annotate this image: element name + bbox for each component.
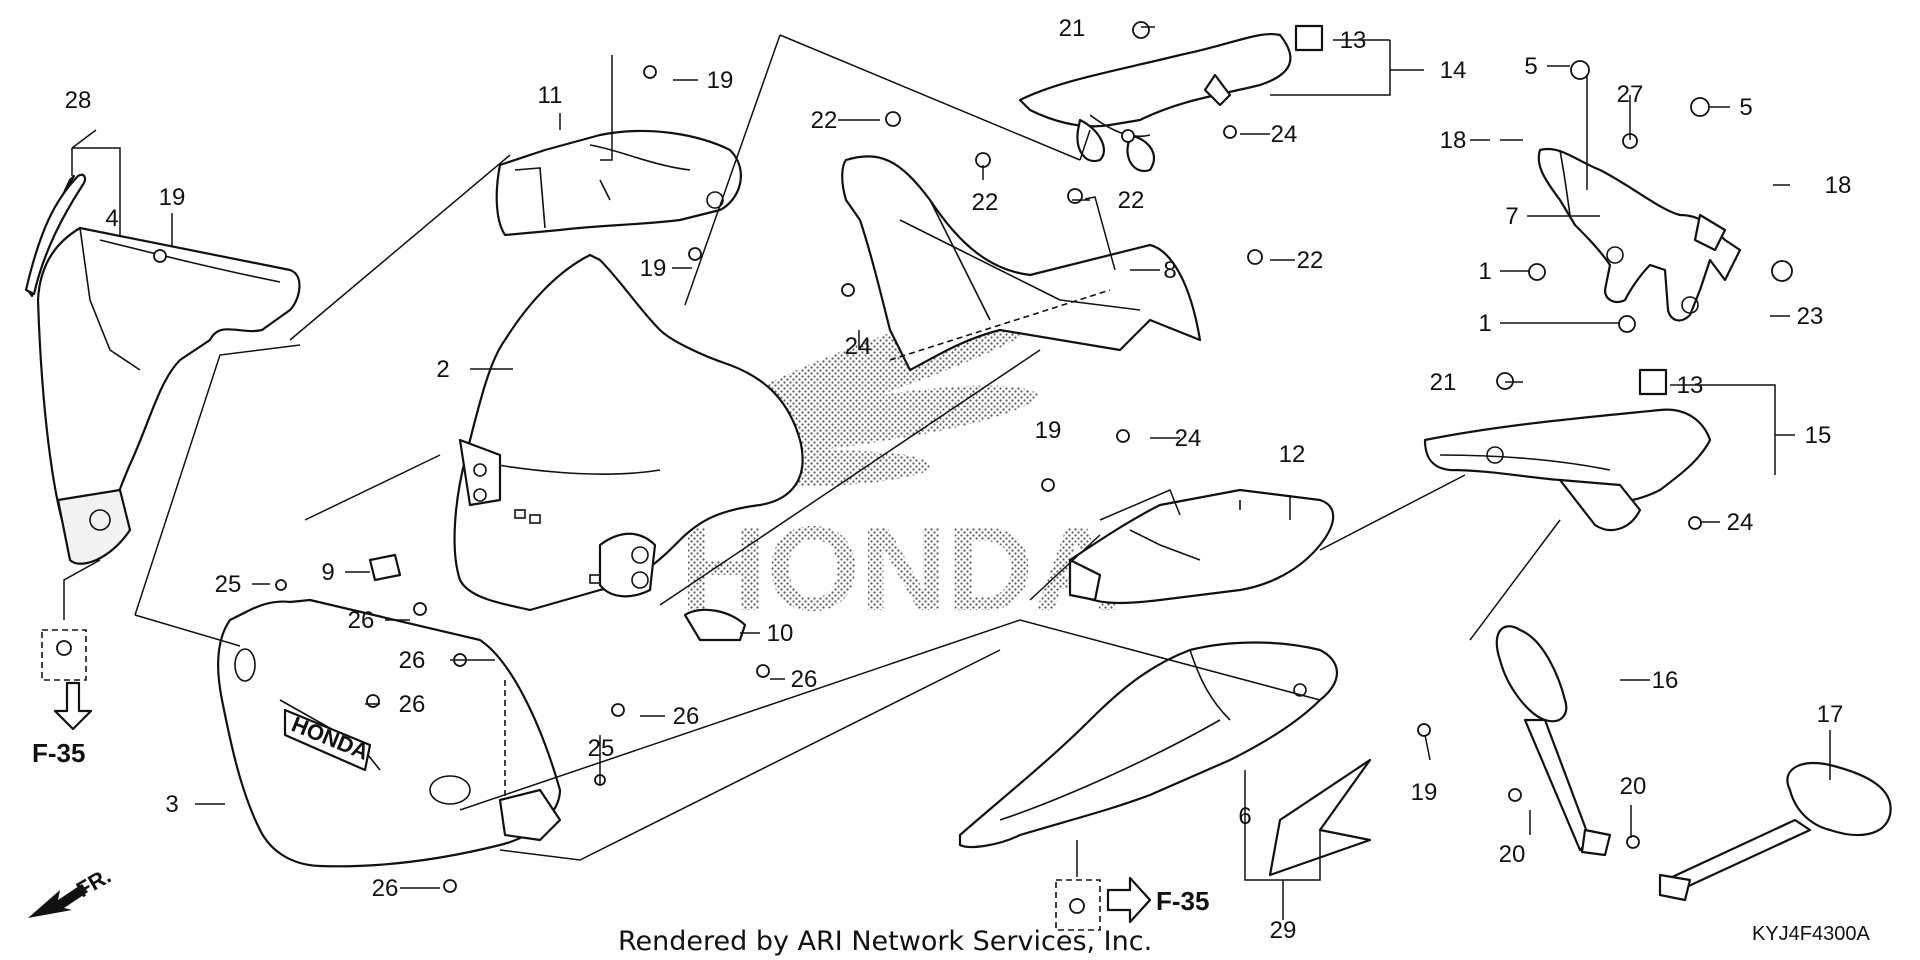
callout-14: 14: [1440, 57, 1467, 84]
part-28-strip: [24, 173, 87, 296]
callout-26f: 26: [372, 875, 399, 902]
callout-25a: 25: [215, 571, 242, 598]
callout-12: 12: [1279, 441, 1306, 468]
callout-18b: 18: [1825, 172, 1852, 199]
fasteners: [56, 21, 1793, 914]
callout-1a: 1: [1478, 258, 1491, 285]
callout-11: 11: [538, 82, 563, 109]
callout-16: 16: [1652, 667, 1679, 694]
callout-7: 7: [1505, 203, 1518, 230]
callout-24b: 24: [1271, 121, 1298, 148]
dashed-box-left: [41, 629, 87, 681]
part-14-upper-panel: [1018, 33, 1292, 173]
callout-22d: 22: [1297, 247, 1324, 274]
callout-26e: 26: [399, 691, 426, 718]
part-13b-pad: [1638, 368, 1668, 396]
honda-watermark-text: HONDA: [680, 502, 1120, 636]
callout-1b: 1: [1478, 310, 1491, 337]
part-12-right-inner-panel: [1068, 488, 1335, 605]
callout-19a: 19: [159, 184, 186, 211]
callout-21a: 21: [1059, 15, 1086, 42]
callout-21b: 21: [1430, 369, 1457, 396]
part-11-upper-inner-panel: [495, 129, 742, 237]
dashed-box-bottom: [1055, 879, 1101, 931]
callout-2: 2: [436, 356, 449, 383]
callout-13a: 13: [1340, 27, 1367, 54]
frame-ref-bottom: F-35: [1156, 886, 1209, 916]
callout-5a: 5: [1524, 53, 1537, 80]
part-17-mirror: [1658, 761, 1892, 902]
front-arrow-icon: [28, 884, 88, 918]
callout-22a: 22: [811, 107, 838, 134]
diagram-code: KYJ4F4300A: [1752, 923, 1871, 945]
outline-lines: [134, 34, 1561, 861]
part-4-left-inner-cowl: [26, 174, 301, 565]
callout-6: 6: [1238, 803, 1251, 830]
callout-15: 15: [1805, 422, 1832, 449]
part-8-inner-duct: [841, 155, 1202, 372]
callout-28: 28: [65, 87, 92, 114]
callout-27: 27: [1617, 81, 1644, 108]
callout-3: 3: [165, 791, 178, 818]
part-13a-pad: [1294, 24, 1324, 52]
callout-24a: 24: [845, 333, 872, 360]
callout-26a: 26: [348, 607, 375, 634]
callout-19d: 19: [1035, 417, 1062, 444]
callout-22b: 22: [972, 189, 999, 216]
credit-text: Rendered by ARI Network Services, Inc.: [618, 926, 1152, 957]
part-9-bracket: [368, 553, 402, 582]
leader-lines: [63, 26, 1831, 920]
callout-8: 8: [1163, 257, 1176, 284]
callout-24c: 24: [1175, 425, 1202, 452]
callout-19b: 19: [707, 67, 734, 94]
callout-26b: 26: [791, 666, 818, 693]
part-29-sticker: [1268, 758, 1372, 877]
frame-ref-left: F-35: [32, 738, 85, 768]
callout-4: 4: [105, 205, 118, 232]
callout-10: 10: [767, 620, 794, 647]
callout-13b: 13: [1677, 372, 1704, 399]
callout-5b: 5: [1739, 94, 1752, 121]
part-2-windscreen: [453, 253, 804, 612]
part-10-bracket: [683, 608, 747, 642]
callout-19c: 19: [640, 255, 667, 282]
callout-9: 9: [321, 559, 334, 586]
part-7-stay: [1537, 147, 1742, 322]
callout-22c: 22: [1118, 187, 1145, 214]
callout-29: 29: [1270, 917, 1297, 944]
callouts: 28 4 19 11 19 19 2 22 22 24 21 13 14 24 …: [65, 15, 1852, 944]
callout-26c: 26: [673, 703, 700, 730]
callout-26d: 26: [399, 647, 426, 674]
part-6-side-panel: [958, 641, 1338, 849]
f35-arrow-bottom: [1106, 876, 1152, 924]
callout-24d: 24: [1727, 509, 1754, 536]
callout-25b: 25: [588, 735, 615, 762]
callout-20a: 20: [1499, 841, 1526, 868]
part-3-front-cowl: HONDA: [217, 598, 562, 868]
callout-20b: 20: [1620, 773, 1647, 800]
callout-23: 23: [1797, 303, 1824, 330]
callout-18a: 18: [1440, 127, 1467, 154]
callout-19e: 19: [1411, 779, 1438, 806]
part-15-right-upper-panel: [1423, 408, 1712, 532]
callout-17: 17: [1817, 701, 1844, 728]
f35-arrow-left: [53, 681, 93, 731]
part-16-mirror: [1495, 625, 1612, 857]
